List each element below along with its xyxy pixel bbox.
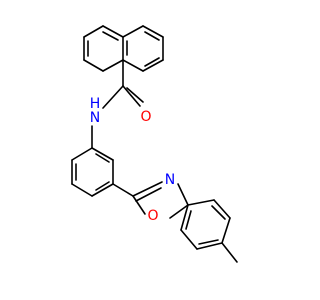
bond-line bbox=[132, 195, 146, 215]
bond-line bbox=[142, 59, 164, 72]
bond-line bbox=[135, 187, 162, 202]
bond-line bbox=[102, 59, 124, 72]
bond-line bbox=[83, 25, 104, 38]
bond-line bbox=[221, 217, 231, 244]
molecule-drawing: O N H N O bbox=[71, 25, 238, 263]
bond-line bbox=[187, 199, 215, 206]
bond-line bbox=[91, 183, 114, 197]
bond-line bbox=[144, 31, 160, 41]
bond-line bbox=[126, 87, 144, 103]
bond-line bbox=[211, 205, 226, 220]
bond-line bbox=[142, 25, 164, 38]
bond-line bbox=[180, 204, 189, 231]
bond-line bbox=[185, 210, 192, 230]
bond-line bbox=[112, 183, 134, 197]
bond-line bbox=[180, 229, 198, 250]
bond-layer bbox=[71, 25, 238, 263]
bond-line bbox=[198, 239, 219, 245]
bond-line bbox=[221, 242, 238, 263]
bond-line bbox=[144, 57, 160, 67]
bond-line bbox=[95, 153, 110, 163]
bond-line bbox=[102, 25, 124, 38]
bond-line bbox=[213, 199, 231, 219]
bond-line bbox=[169, 204, 189, 219]
amide-oxygen-label: O bbox=[140, 109, 151, 125]
bond-line bbox=[122, 25, 144, 38]
amide-hydrogen-label: H bbox=[90, 96, 101, 112]
bond-line bbox=[83, 59, 104, 72]
amide-nitrogen-label: N bbox=[90, 110, 100, 126]
bond-line bbox=[71, 147, 93, 161]
bond-line bbox=[122, 59, 144, 72]
structure-diagram: O N H N O bbox=[71, 25, 238, 263]
bond-line bbox=[102, 85, 124, 109]
bond-line bbox=[177, 183, 189, 206]
oxazole-oxygen-label: O bbox=[147, 208, 158, 224]
bond-line bbox=[71, 183, 93, 197]
bond-line bbox=[95, 181, 110, 191]
oxazole-nitrogen-label: N bbox=[165, 172, 175, 188]
bond-line bbox=[196, 242, 223, 250]
bond-line bbox=[122, 85, 141, 107]
bond-line bbox=[91, 147, 114, 161]
bond-line bbox=[132, 181, 163, 197]
bond-line bbox=[102, 31, 119, 41]
atom-label-layer: O N H N O bbox=[90, 96, 176, 224]
